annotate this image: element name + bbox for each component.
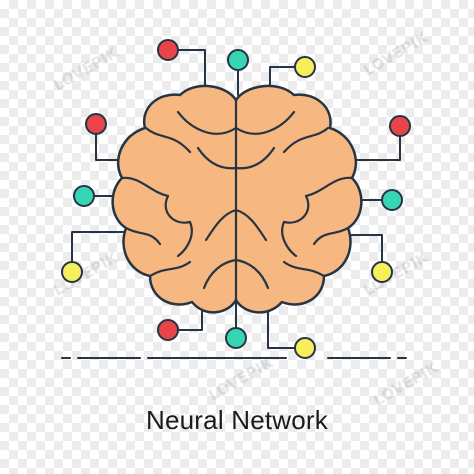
node-green [73,185,95,207]
node-yellow [294,56,316,78]
node-red [157,39,179,61]
node-green [225,327,247,349]
connector-line [349,234,383,273]
connector-line [347,125,401,161]
brain [111,84,363,314]
connector-line [267,304,306,349]
node-yellow [371,261,393,283]
connector-line [269,66,306,93]
node-red [85,113,107,135]
node-yellow [61,261,83,283]
node-green [227,49,249,71]
node-green [381,189,403,211]
node-red [389,115,411,137]
connector-line [71,231,129,273]
node-yellow [294,337,316,359]
caption-title: Neural Network [146,405,328,435]
connector-line [167,49,206,96]
node-red [157,319,179,341]
